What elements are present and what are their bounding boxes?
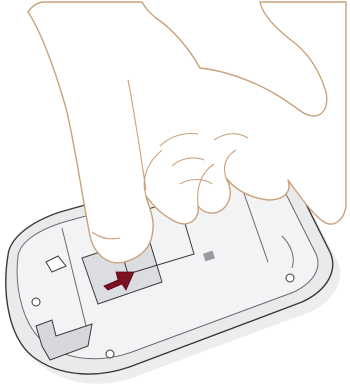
screw-hole-right: [286, 274, 294, 282]
screw-hole-left: [32, 298, 40, 306]
screw-hole-bottom: [106, 350, 114, 358]
